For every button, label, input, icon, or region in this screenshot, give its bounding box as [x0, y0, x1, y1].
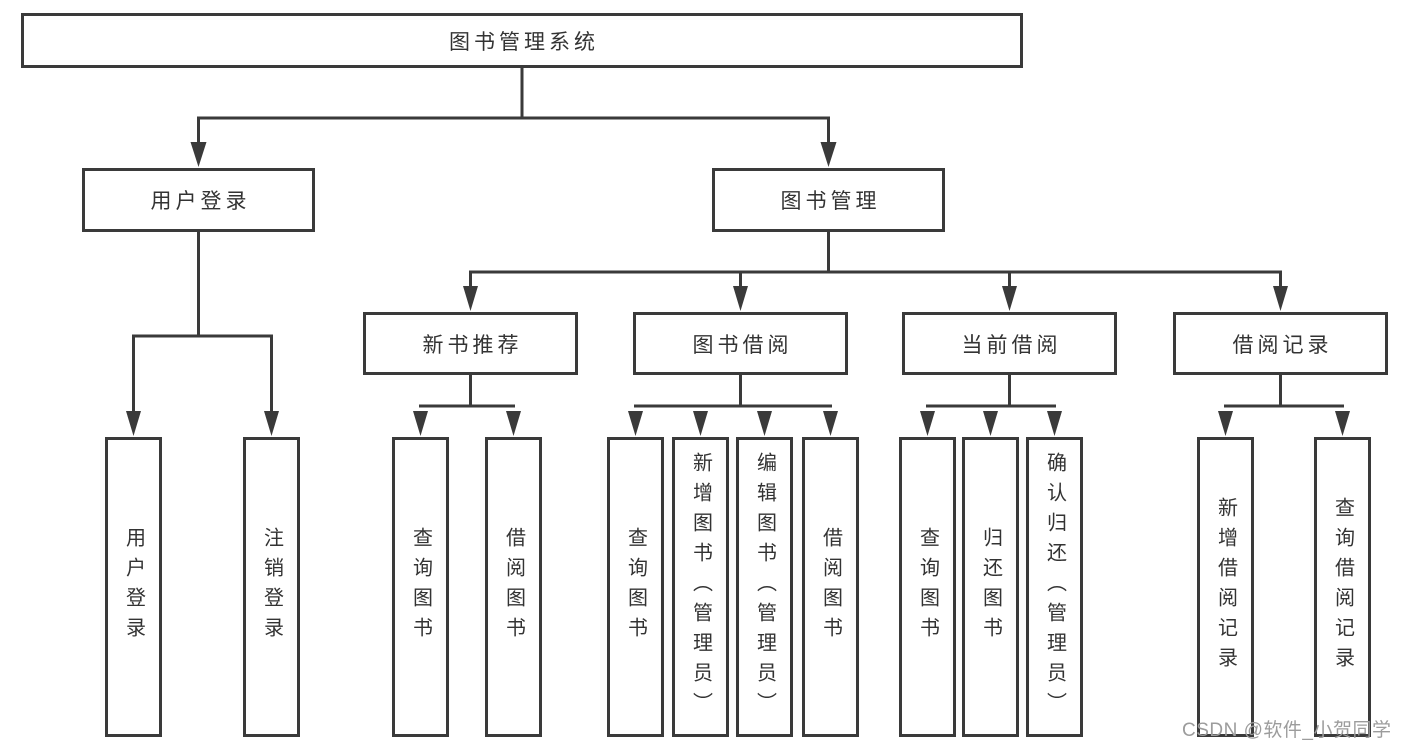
- leaf-query-books-current: 查询图书: [899, 437, 956, 737]
- node-book-management: 图书管理: [712, 168, 945, 232]
- leaf-return-books: 归还图书: [962, 437, 1019, 737]
- leaf-query-books-borrow: 查询图书: [607, 437, 664, 737]
- node-book-borrowing: 图书借阅: [633, 312, 848, 375]
- leaf-confirm-return-admin: 确认归还（管理员）: [1026, 437, 1083, 737]
- node-new-book-recommend: 新书推荐: [363, 312, 578, 375]
- leaf-query-books-recommend: 查询图书: [392, 437, 449, 737]
- leaf-edit-books-admin: 编辑图书（管理员）: [736, 437, 793, 737]
- leaf-borrow-books: 借阅图书: [802, 437, 859, 737]
- leaf-logout: 注销登录: [243, 437, 300, 737]
- leaf-add-borrow-record: 新增借阅记录: [1197, 437, 1254, 737]
- leaf-add-books-admin: 新增图书（管理员）: [672, 437, 729, 737]
- node-root-library-system: 图书管理系统: [21, 13, 1023, 68]
- node-borrowing-records: 借阅记录: [1173, 312, 1388, 375]
- node-user-login: 用户登录: [82, 168, 315, 232]
- leaf-borrow-books-recommend: 借阅图书: [485, 437, 542, 737]
- leaf-query-borrow-record: 查询借阅记录: [1314, 437, 1371, 737]
- csdn-watermark: CSDN @软件_小贺同学: [1182, 720, 1392, 741]
- leaf-user-login: 用户登录: [105, 437, 162, 737]
- node-current-borrowing: 当前借阅: [902, 312, 1117, 375]
